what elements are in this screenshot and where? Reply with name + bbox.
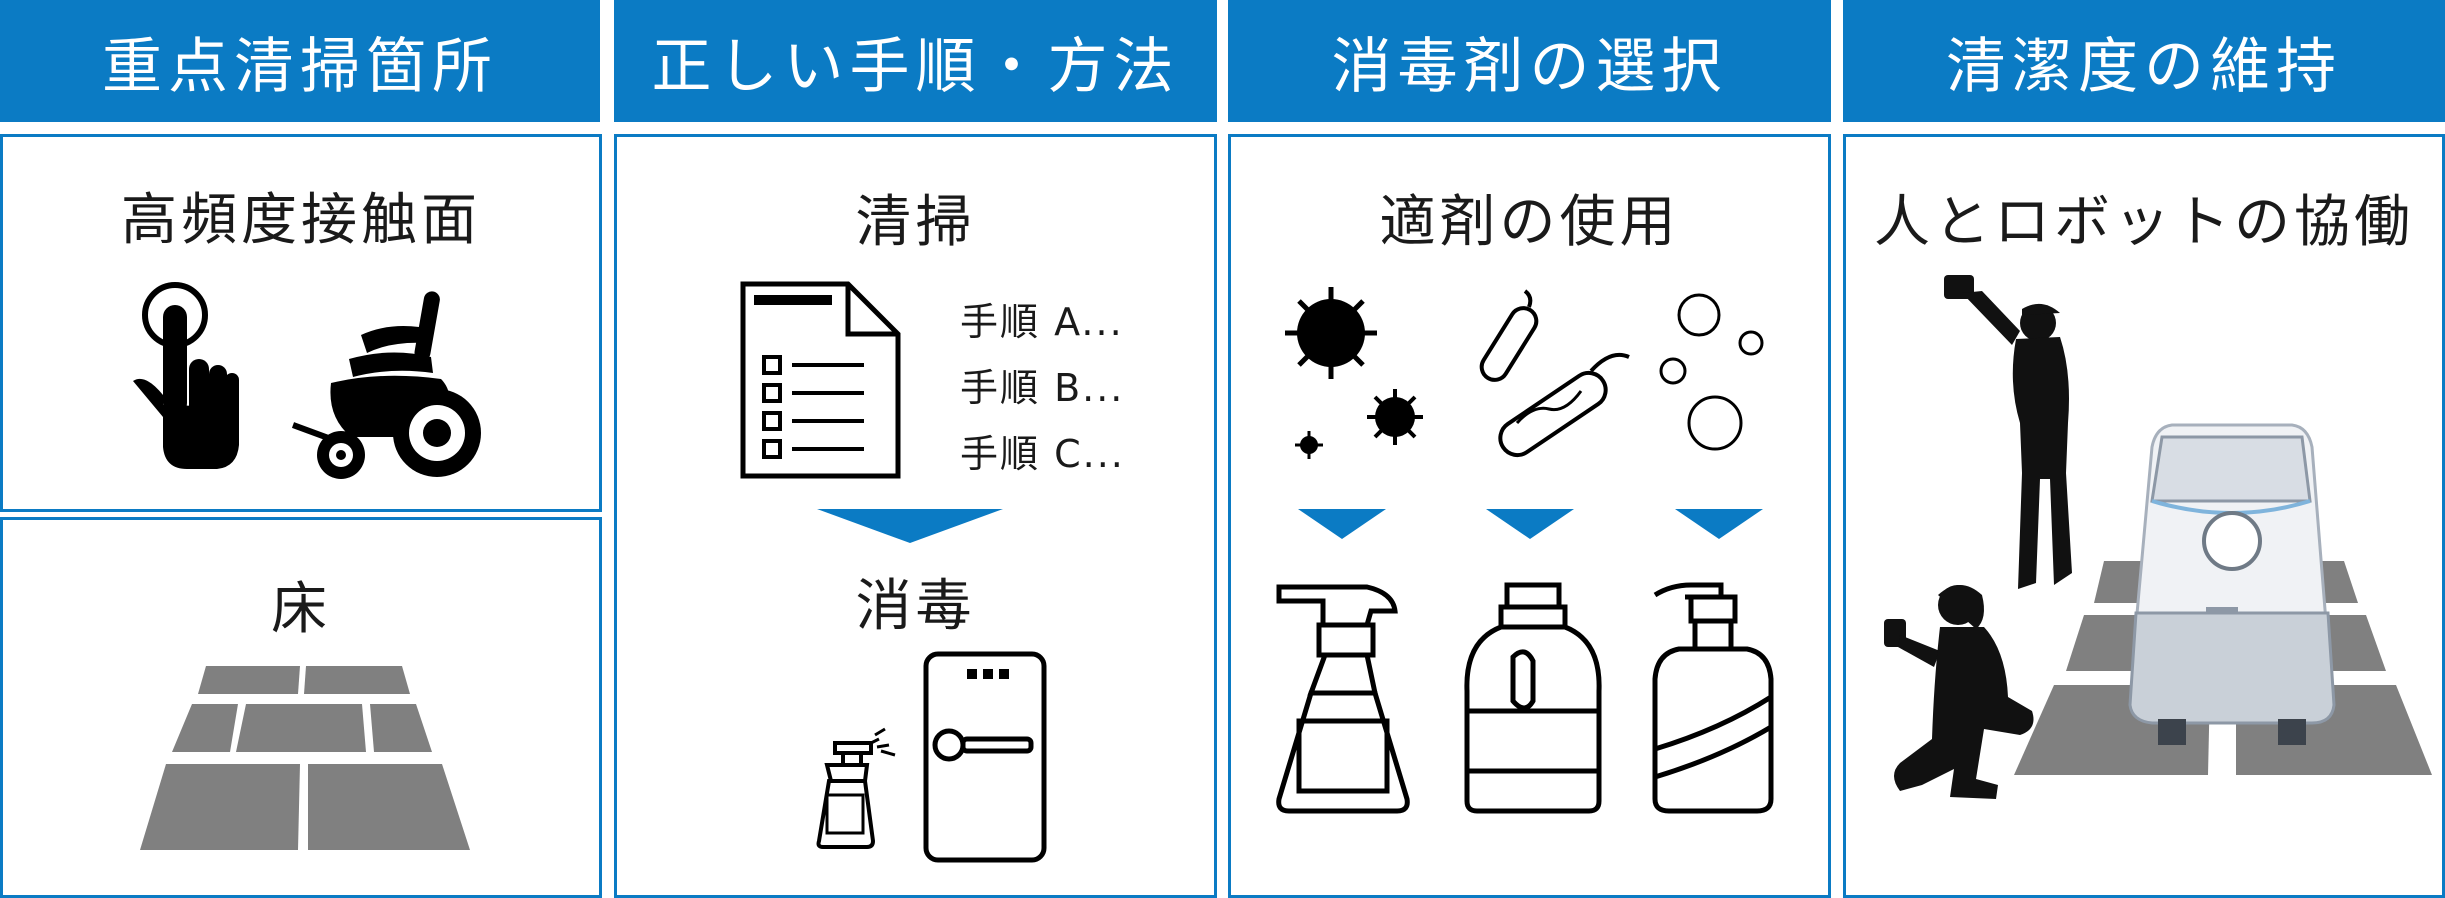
step-c: 手順 C...	[960, 432, 1125, 476]
floor-title: 床	[271, 577, 331, 642]
procedure-steps: 手順 A... 手順 B... 手順 C...	[960, 289, 1125, 487]
panel-high-touch-surfaces: 高頻度接触面	[0, 134, 602, 512]
worker-crouching-silhouette-icon	[1884, 585, 2034, 799]
spray-bottle-icon	[816, 727, 896, 849]
panel-disinfectant: 適剤の使用	[1228, 134, 1831, 898]
step-b: 手順 B...	[960, 366, 1125, 410]
arrow-down-icon-2	[1486, 509, 1574, 539]
document-checklist-icon	[740, 281, 901, 479]
cleaning-robot-icon	[2128, 423, 2336, 745]
cleaning-title: 清掃	[855, 190, 976, 255]
worker-standing-silhouette-icon	[1944, 275, 2072, 589]
pump-bottle-icon	[1652, 582, 1774, 814]
panel-human-robot: 人とロボットの協働	[1843, 134, 2445, 898]
touch-hand-icon	[133, 282, 239, 469]
proper-agent-title: 適剤の使用	[1379, 190, 1680, 255]
disinfection-title: 消毒	[855, 574, 976, 639]
arrow-down-icon-1	[1298, 509, 1386, 539]
door-handle-icon	[923, 651, 1047, 863]
virus-icon	[1285, 287, 1423, 459]
floor-tiles-icon	[140, 666, 470, 850]
bacteria-icon	[1479, 289, 1630, 458]
step-a: 手順 A...	[960, 300, 1124, 344]
panel-floor: 床	[0, 517, 602, 898]
header-disinfectant-selection: 消毒剤の選択	[1228, 0, 1831, 122]
panel-procedure: 清掃 手順 A... 手順 B... 手順 C... 消毒	[614, 134, 1217, 898]
header-focus-areas: 重点清掃箇所	[0, 0, 600, 122]
wheelchair-icon	[291, 291, 481, 479]
arrow-down-icon-3	[1675, 509, 1763, 539]
high-touch-title: 高頻度接触面	[121, 188, 481, 253]
human-robot-title: 人とロボットの協働	[1874, 190, 2414, 255]
arrow-down-icon	[817, 509, 1003, 543]
detergent-bottle-icon	[1464, 582, 1602, 814]
spray-bottle-large-icon	[1276, 584, 1410, 814]
header-correct-procedure: 正しい手順・方法	[614, 0, 1217, 122]
virus-small-icon	[1659, 293, 1764, 451]
header-cleanliness-maintenance: 清潔度の維持	[1843, 0, 2445, 122]
